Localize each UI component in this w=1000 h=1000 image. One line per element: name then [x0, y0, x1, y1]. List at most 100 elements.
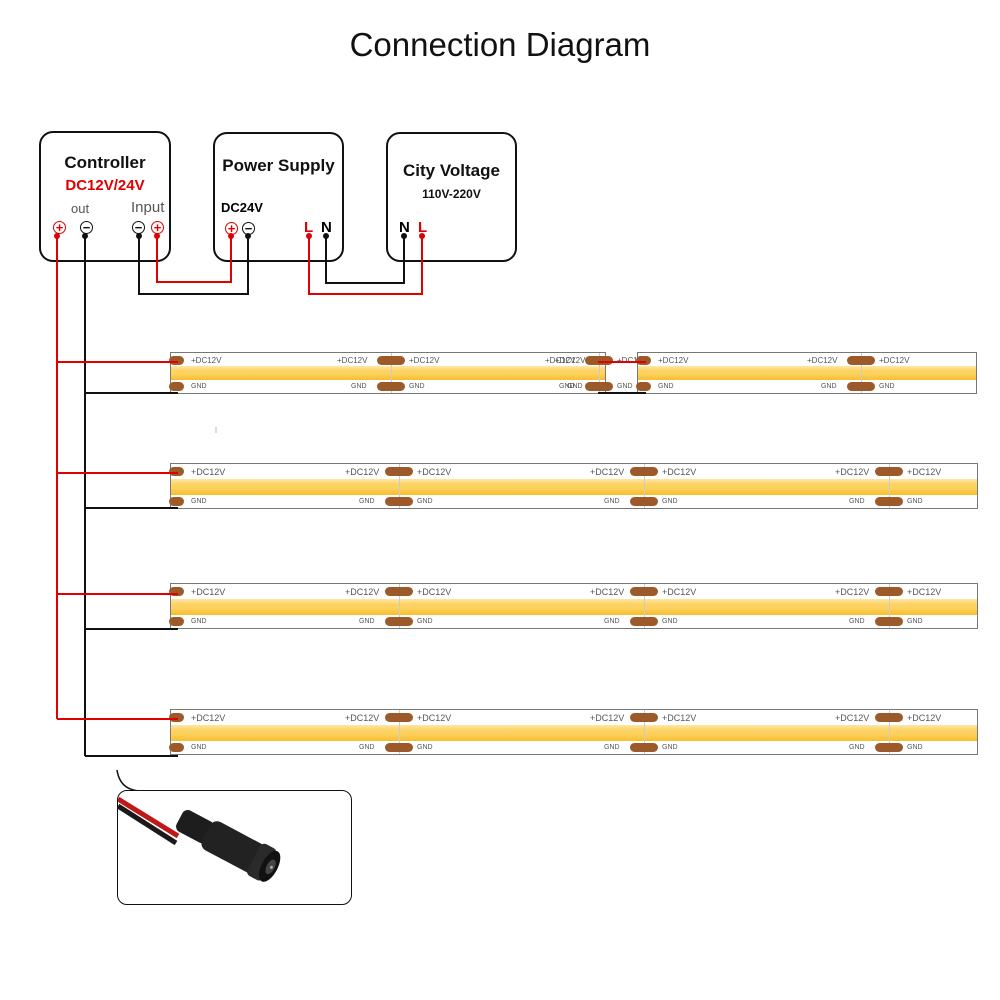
- cut-line: [599, 353, 600, 393]
- power-supply-n-terminal: N: [321, 219, 332, 236]
- power-supply-title: Power Supply: [222, 156, 335, 175]
- solder-pad: [385, 497, 413, 506]
- positive-label: +DC12V: [590, 713, 625, 723]
- callout-pointer: [116, 769, 141, 792]
- solder-pad: [385, 467, 413, 476]
- gnd-label: GND: [662, 498, 678, 505]
- positive-label: +DC12V: [662, 587, 697, 597]
- solder-pad: [169, 617, 184, 626]
- led-band: [171, 599, 977, 615]
- gnd-label: GND: [907, 498, 923, 505]
- positive-label: +DC12V: [409, 356, 440, 365]
- cut-line: [644, 710, 645, 754]
- node-dot: [54, 233, 60, 239]
- gnd-label: GND: [849, 744, 865, 751]
- solder-pad: [169, 356, 184, 365]
- gnd-label: GND: [417, 744, 433, 751]
- solder-pad: [385, 743, 413, 752]
- gnd-label: GND: [191, 498, 207, 505]
- gnd-label: GND: [191, 744, 207, 751]
- positive-label: +DC12V: [658, 356, 689, 365]
- led-band: [171, 479, 977, 495]
- cut-line: [644, 464, 645, 508]
- controller-box: Controller DC12V/24V out Input + − − +: [39, 131, 171, 262]
- positive-label: +DC12V: [191, 467, 226, 477]
- positive-label: +DC12V: [907, 587, 942, 597]
- gnd-label: GND: [662, 744, 678, 751]
- node-dot: [154, 233, 160, 239]
- gnd-label: GND: [559, 383, 575, 390]
- positive-label: +DC12V: [907, 713, 942, 723]
- positive-label: +DC12V: [907, 467, 942, 477]
- solder-pad: [630, 587, 658, 596]
- gnd-label: GND: [417, 618, 433, 625]
- gnd-label: GND: [879, 383, 895, 390]
- controller-title: Controller: [64, 153, 146, 172]
- positive-label: +DC12V: [590, 467, 625, 477]
- solder-pad: [169, 587, 184, 596]
- cut-line: [391, 353, 392, 393]
- positive-label: +DC12V: [879, 356, 910, 365]
- gnd-label: GND: [849, 618, 865, 625]
- controller-input-label: Input: [131, 199, 165, 216]
- gnd-label: GND: [359, 744, 375, 751]
- solder-pad: [385, 587, 413, 596]
- gnd-label: GND: [604, 744, 620, 751]
- cut-line: [399, 464, 400, 508]
- gnd-label: GND: [604, 618, 620, 625]
- city-voltage-box: City Voltage 110V-220V N L: [386, 132, 517, 262]
- diagram-title: Connection Diagram: [349, 26, 651, 63]
- positive-label: +DC12V: [617, 356, 648, 365]
- led-strip: +DC12V GND +DC12V GND +DC12V GND +DC12V GND +DC1…: [169, 709, 978, 755]
- node-dot: [306, 233, 312, 239]
- cut-line: [399, 710, 400, 754]
- controller-out-label: out: [71, 201, 90, 216]
- cut-line: [889, 464, 890, 508]
- positive-label: +DC12V: [662, 713, 697, 723]
- gnd-label: GND: [417, 498, 433, 505]
- positive-label: +DC12V: [337, 356, 368, 365]
- solder-pad: [875, 713, 903, 722]
- gnd-label: GND: [191, 618, 207, 625]
- led-band: [171, 366, 605, 380]
- cut-line: [889, 584, 890, 628]
- gnd-label: GND: [567, 383, 583, 390]
- solder-pad: [875, 617, 903, 626]
- positive-label: +DC12V: [417, 713, 452, 723]
- solder-pad: [630, 497, 658, 506]
- positive-label: +DC12V: [807, 356, 838, 365]
- gnd-label: GND: [191, 383, 207, 390]
- gnd-label: GND: [604, 498, 620, 505]
- gnd-label: GND: [849, 498, 865, 505]
- positive-label: +DC12V: [345, 467, 380, 477]
- solder-pad: [875, 467, 903, 476]
- solder-pad: [636, 382, 651, 391]
- node-dot: [136, 233, 142, 239]
- positive-label: +DC12V: [345, 587, 380, 597]
- gnd-label: GND: [359, 498, 375, 505]
- power-supply-box: Power Supply DC24V + − L N: [213, 132, 344, 262]
- solder-pad: [591, 356, 606, 365]
- solder-pad: [875, 497, 903, 506]
- node-dot: [323, 233, 329, 239]
- solder-pad: [847, 356, 875, 365]
- positive-label: +DC12V: [835, 713, 870, 723]
- solder-pad: [630, 617, 658, 626]
- node-dot: [245, 233, 251, 239]
- positive-label: +DC12V: [662, 467, 697, 477]
- wire-mains-neutral: [325, 236, 405, 284]
- gnd-label: GND: [907, 618, 923, 625]
- solder-pad: [875, 743, 903, 752]
- connector-photo-frame: [116, 790, 352, 905]
- positive-label: +DC12V: [345, 713, 380, 723]
- cut-line: [861, 353, 862, 393]
- gnd-label: GND: [617, 383, 633, 390]
- positive-label: +DC12V: [191, 587, 226, 597]
- solder-pad: [169, 713, 184, 722]
- cut-line: [644, 584, 645, 628]
- city-voltage-range: 110V-220V: [422, 187, 481, 201]
- solder-pad: [169, 467, 184, 476]
